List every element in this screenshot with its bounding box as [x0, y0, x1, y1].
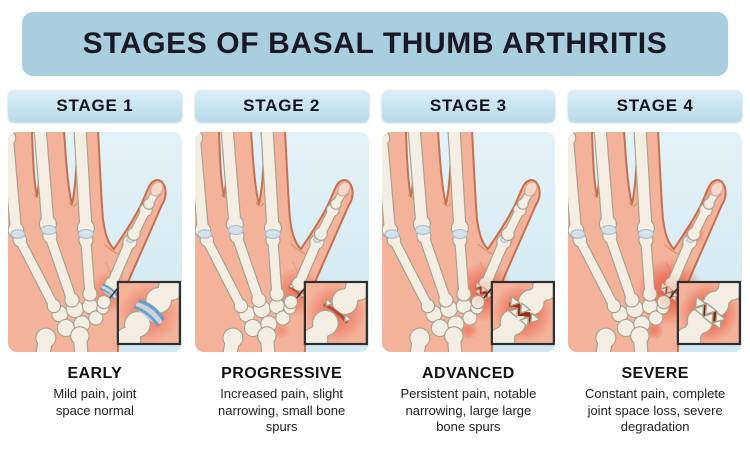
- stage-1-header-label: STAGE 1: [56, 96, 134, 115]
- stage-4-header: STAGE 4: [568, 90, 742, 122]
- stage-4-hand-illustration: [568, 132, 742, 352]
- page-title: STAGES OF BASAL THUMB ARTHRITIS: [82, 27, 668, 60]
- stage-3-header-label: STAGE 3: [429, 96, 507, 115]
- stage-4-description: Constant pain, complete joint space loss…: [585, 386, 726, 435]
- stage-2-header: STAGE 2: [194, 90, 369, 122]
- stage-illustration-svg: [8, 132, 182, 352]
- stage-4-name: SEVERE: [621, 365, 689, 382]
- inset-magnifier: [490, 280, 555, 346]
- stage-2-hand-illustration: [194, 132, 369, 352]
- stage-1-name: EARLY: [67, 365, 123, 382]
- stages-row: STAGE 1 EARLY Mild pain, joint space nor…: [8, 90, 742, 436]
- stage-4-header-label: STAGE 4: [616, 96, 694, 115]
- stage-3-name: ADVANCED: [422, 365, 515, 382]
- stage-2-description: Increased pain, slight narrowing, small …: [218, 386, 346, 435]
- stage-2-name: PROGRESSIVE: [221, 365, 343, 382]
- inset-magnifier: [116, 280, 181, 346]
- stage-1-header: STAGE 1: [8, 90, 182, 122]
- inset-magnifier: [677, 280, 742, 346]
- stage-3-hand-illustration: [381, 132, 556, 352]
- title-banner: STAGES OF BASAL THUMB ARTHRITIS: [22, 12, 728, 76]
- stage-3-description: Persistent pain, notable narrowing, larg…: [400, 386, 537, 435]
- stage-1-description: Mild pain, joint space normal: [53, 386, 137, 418]
- stage-3-header: STAGE 3: [381, 90, 556, 122]
- stage-2-header-label: STAGE 2: [243, 96, 321, 115]
- stage-illustration-svg: [194, 132, 369, 352]
- stage-3-column: STAGE 3 ADVANCED Persistent pain, notabl…: [381, 90, 556, 436]
- inset-magnifier: [303, 280, 368, 346]
- stage-1-column: STAGE 1 EARLY Mild pain, joint space nor…: [8, 90, 182, 436]
- stage-illustration-svg: [381, 132, 556, 352]
- stage-4-column: STAGE 4 SEVERE Constant pain, complete j…: [568, 90, 742, 436]
- stage-illustration-svg: [568, 132, 742, 352]
- stage-2-column: STAGE 2 PROGRESSIVE Increased pain, slig…: [194, 90, 369, 436]
- stage-1-hand-illustration: [8, 132, 182, 352]
